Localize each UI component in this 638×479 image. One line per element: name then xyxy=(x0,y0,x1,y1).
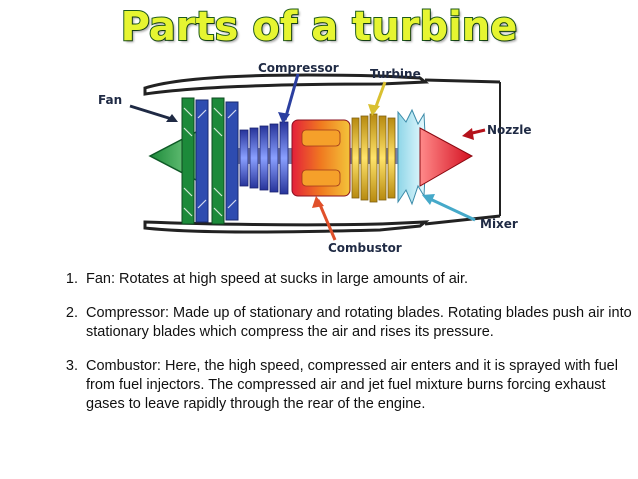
fan-blades xyxy=(181,97,239,225)
label-fan: Fan xyxy=(98,93,122,107)
casing-top xyxy=(143,73,430,96)
label-mixer: Mixer xyxy=(480,217,518,231)
combustor-chamber xyxy=(291,119,351,197)
notes-list: Fan: Rotates at high speed at sucks in l… xyxy=(48,270,638,429)
note-item: Fan: Rotates at high speed at sucks in l… xyxy=(82,270,638,289)
compressor-stages xyxy=(239,121,289,195)
exhaust-cone xyxy=(419,127,474,187)
note-item: Combustor: Here, the high speed, compres… xyxy=(82,357,638,414)
label-turbine: Turbine xyxy=(370,67,421,81)
turbine-diagram: Fan Compressor Turbine Nozzle Mixer Comb… xyxy=(98,61,532,255)
callout-arrows xyxy=(129,73,486,241)
label-combustor: Combustor xyxy=(328,241,402,255)
slide-title: Parts of a turbine xyxy=(120,3,519,51)
label-nozzle: Nozzle xyxy=(487,123,532,137)
turbine-stages xyxy=(351,113,396,203)
note-item: Compressor: Made up of stationary and ro… xyxy=(82,304,638,342)
label-compressor: Compressor xyxy=(258,61,339,75)
